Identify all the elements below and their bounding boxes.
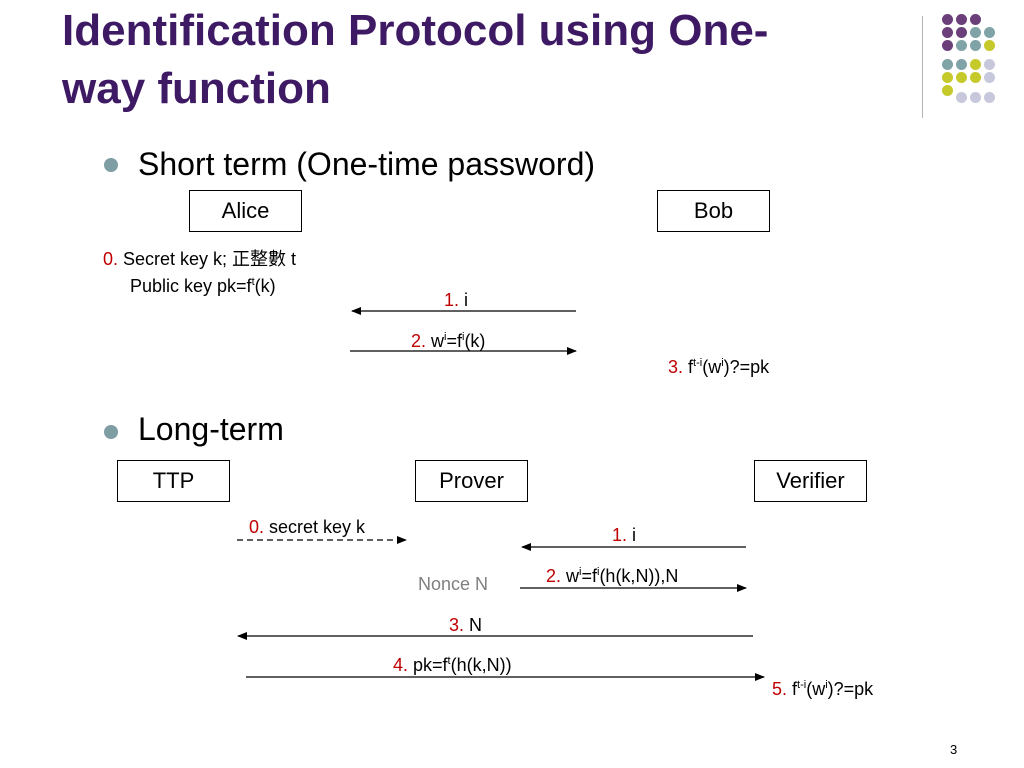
decor-dot: [970, 14, 981, 25]
decor-dot: [942, 85, 953, 96]
step-text: i: [627, 525, 637, 545]
nonce-label: Nonce N: [418, 574, 489, 594]
short-step0-public-key: Public key pk=ft(k): [130, 275, 276, 297]
ttp-box: TTP: [117, 460, 230, 502]
step-text: f: [683, 357, 694, 377]
step-number: 2.: [411, 331, 427, 351]
step-text: (k): [464, 331, 486, 351]
step-text: )?=pk: [827, 679, 874, 699]
decor-dot: [956, 14, 967, 25]
step-text: i: [459, 290, 469, 310]
long-term-heading: Long-term: [138, 411, 284, 447]
step-text: (k): [254, 276, 276, 296]
decor-dot: [942, 14, 953, 25]
verifier-label: Verifier: [776, 468, 845, 493]
step-number: 4.: [393, 655, 409, 675]
prover-label: Prover: [439, 468, 504, 493]
step-number: 1.: [612, 525, 628, 545]
decor-divider: [922, 16, 923, 118]
step-number: 0.: [103, 249, 119, 269]
decor-dot: [970, 40, 981, 51]
superscript: t-i: [693, 357, 703, 369]
step-number: 3.: [668, 357, 684, 377]
long-step2-label: 2. wi=fi(h(k,N)),N: [546, 565, 678, 587]
decor-dot: [956, 40, 967, 51]
superscript: i: [461, 331, 465, 343]
decor-dot: [970, 72, 981, 83]
step-text: (h(k,N)): [450, 655, 512, 675]
short-term-heading: Short term (One-time password): [138, 146, 596, 182]
long-step4-label: 4. pk=ft(h(k,N)): [393, 654, 512, 676]
decor-dot: [956, 59, 967, 70]
step-text: (w: [806, 679, 826, 699]
step-text: (w: [702, 357, 722, 377]
step-number: 2.: [546, 566, 562, 586]
decor-dot: [956, 92, 967, 103]
short-step3-label: 3. ft-i(wi)?=pk: [668, 356, 769, 378]
step-text: =f: [581, 566, 597, 586]
short-step2-label: 2. wi=fi(k): [411, 330, 485, 352]
step-number: 1.: [444, 290, 460, 310]
decor-dot: [984, 72, 995, 83]
step-text: Secret key k; 正整數 t: [118, 249, 297, 269]
short-step1-label: 1. i: [444, 289, 468, 311]
decor-dot: [970, 92, 981, 103]
step-text: )?=pk: [723, 357, 770, 377]
decor-dot: [984, 40, 995, 51]
superscript: i: [721, 357, 724, 369]
step-text: pk=f: [408, 655, 448, 675]
step-text: Public key pk=f: [130, 276, 252, 296]
step-text: f: [787, 679, 798, 699]
alice-box: Alice: [189, 190, 302, 232]
superscript: i: [444, 331, 447, 343]
bullet-icon: [104, 425, 118, 439]
step-text: secret key k: [264, 517, 366, 537]
decor-dot: [984, 27, 995, 38]
bob-box: Bob: [657, 190, 770, 232]
superscript: t: [447, 655, 451, 667]
decor-dot: [970, 27, 981, 38]
decor-dot: [942, 59, 953, 70]
superscript: i: [825, 679, 828, 691]
decor-dot: [970, 59, 981, 70]
bullet-icon: [104, 158, 118, 172]
step-number: 0.: [249, 517, 265, 537]
long-step0-label: 0. secret key k: [249, 516, 365, 538]
page-number: 3: [950, 742, 958, 757]
decor-dot: [984, 59, 995, 70]
step-text: w: [561, 566, 580, 586]
short-step0-label: 0. Secret key k; 正整數 t: [103, 248, 296, 270]
verifier-box: Verifier: [754, 460, 867, 502]
decor-dot-grid: [936, 14, 996, 104]
step-text: =f: [446, 331, 462, 351]
superscript: t-i: [797, 679, 807, 691]
ttp-label: TTP: [152, 468, 195, 493]
alice-label: Alice: [221, 198, 270, 223]
superscript: t: [251, 276, 255, 288]
decor-dot: [956, 27, 967, 38]
decor-dot: [942, 40, 953, 51]
decor-dot: [956, 72, 967, 83]
bob-label: Bob: [693, 198, 734, 223]
long-step5-label: 5. ft-i(wi)?=pk: [772, 678, 873, 700]
slide-title: Identification Protocol using One- way f…: [62, 2, 862, 118]
decor-dot: [942, 72, 953, 83]
step-text: w: [426, 331, 445, 351]
long-step1-label: 1. i: [612, 524, 636, 546]
step-number: 5.: [772, 679, 788, 699]
slide-title-line2: way function: [62, 64, 331, 113]
step-text: (h(k,N)),N: [599, 566, 679, 586]
prover-box: Prover: [415, 460, 528, 502]
step-number: 3.: [449, 615, 465, 635]
slide-title-line1: Identification Protocol using One-: [62, 6, 769, 55]
step-text: N: [464, 615, 483, 635]
decor-dot: [942, 27, 953, 38]
decor-dot: [984, 92, 995, 103]
superscript: i: [579, 566, 582, 578]
long-step3-label: 3. N: [449, 614, 482, 636]
superscript: i: [596, 566, 600, 578]
